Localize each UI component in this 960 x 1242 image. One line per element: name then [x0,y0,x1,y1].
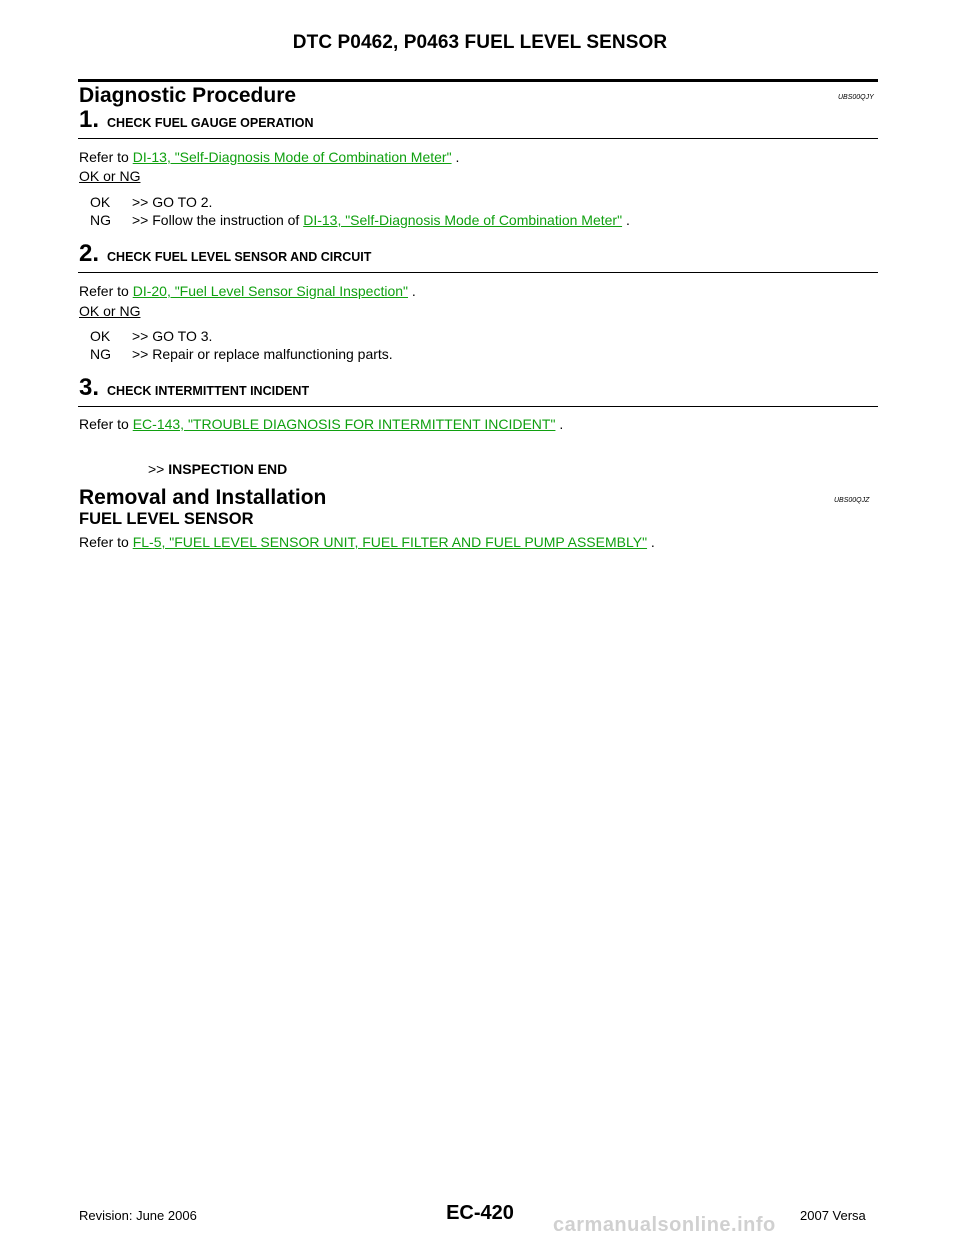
subheading-fuel-level-sensor: FUEL LEVEL SENSOR [79,510,254,528]
step-1-heading: 1. CHECK FUEL GAUGE OPERATION [79,106,314,134]
section-title-removal: Removal and Installation [79,486,327,509]
step-title: CHECK FUEL LEVEL SENSOR AND CIRCUIT [107,250,372,264]
result-key: NG [90,346,111,362]
result-suffix: . [622,212,630,228]
step-rule [78,406,878,407]
ok-or-ng-label: OK or NG [79,168,141,184]
refer-prefix: Refer to [79,149,133,165]
result-key: OK [90,328,111,344]
footer-model: 2007 Versa [800,1208,866,1223]
refer-prefix: Refer to [79,416,133,432]
link-fl-5[interactable]: FL-5, "FUEL LEVEL SENSOR UNIT, FUEL FILT… [132,534,648,550]
refer-suffix: . [555,416,564,432]
link-di-20[interactable]: DI-20, "Fuel Level Sensor Signal Inspect… [132,283,409,299]
refer-suffix: . [451,149,460,165]
end-arrow: >> [148,461,169,477]
result-text: >> Follow the instruction of [132,212,304,228]
step-title: CHECK FUEL GAUGE OPERATION [107,116,314,130]
section-title-diagnostic: Diagnostic Procedure [79,84,297,107]
step-3-heading: 3. CHECK INTERMITTENT INCIDENT [79,374,309,402]
refer-prefix: Refer to [79,283,133,299]
result-key: OK [90,194,111,210]
ok-result: OK >> GO TO 3. [90,328,212,344]
step-number: 1. [79,106,100,133]
ok-or-ng-label: OK or NG [79,303,141,319]
step-rule [78,272,878,273]
result-text: >> Repair or replace malfunctioning part… [132,346,393,362]
step-title: CHECK INTERMITTENT INCIDENT [107,384,310,398]
refer-prefix: Refer to [79,534,133,550]
footer-page-number: EC-420 [446,1202,514,1224]
footer-revision: Revision: June 2006 [79,1208,197,1223]
refer-suffix: . [408,283,416,299]
inspection-end: >> INSPECTION END [148,461,287,477]
step-2-refer: Refer to DI-20, "Fuel Level Sensor Signa… [79,283,416,299]
link-ec-143[interactable]: EC-143, "TROUBLE DIAGNOSIS FOR INTERMITT… [132,416,556,432]
step-number: 3. [79,374,100,401]
section-code: UBS00QJZ [834,497,870,504]
result-text: >> GO TO 2. [132,194,213,210]
removal-refer: Refer to FL-5, "FUEL LEVEL SENSOR UNIT, … [79,534,655,550]
header-rule [78,79,878,82]
section-code: UBS00QJY [838,94,874,101]
link-di-13[interactable]: DI-13, "Self-Diagnosis Mode of Combinati… [303,212,623,228]
result-key: NG [90,212,111,228]
result-text: >> GO TO 3. [132,328,213,344]
ng-result: NG >> Follow the instruction of DI-13, "S… [90,212,630,228]
step-number: 2. [79,240,100,267]
ok-result: OK >> GO TO 2. [90,194,212,210]
ng-result: NG >> Repair or replace malfunctioning pa… [90,346,393,362]
watermark: carmanualsonline.info [553,1214,776,1236]
step-2-heading: 2. CHECK FUEL LEVEL SENSOR AND CIRCUIT [79,240,371,268]
page-header-title: DTC P0462, P0463 FUEL LEVEL SENSOR [292,32,668,53]
link-di-13[interactable]: DI-13, "Self-Diagnosis Mode of Combinati… [132,149,452,165]
end-text: INSPECTION END [168,461,288,477]
refer-suffix: . [647,534,655,550]
step-1-refer: Refer to DI-13, "Self-Diagnosis Mode of … [79,149,459,165]
step-rule [78,138,878,139]
step-3-refer: Refer to EC-143, "TROUBLE DIAGNOSIS FOR … [79,416,563,432]
